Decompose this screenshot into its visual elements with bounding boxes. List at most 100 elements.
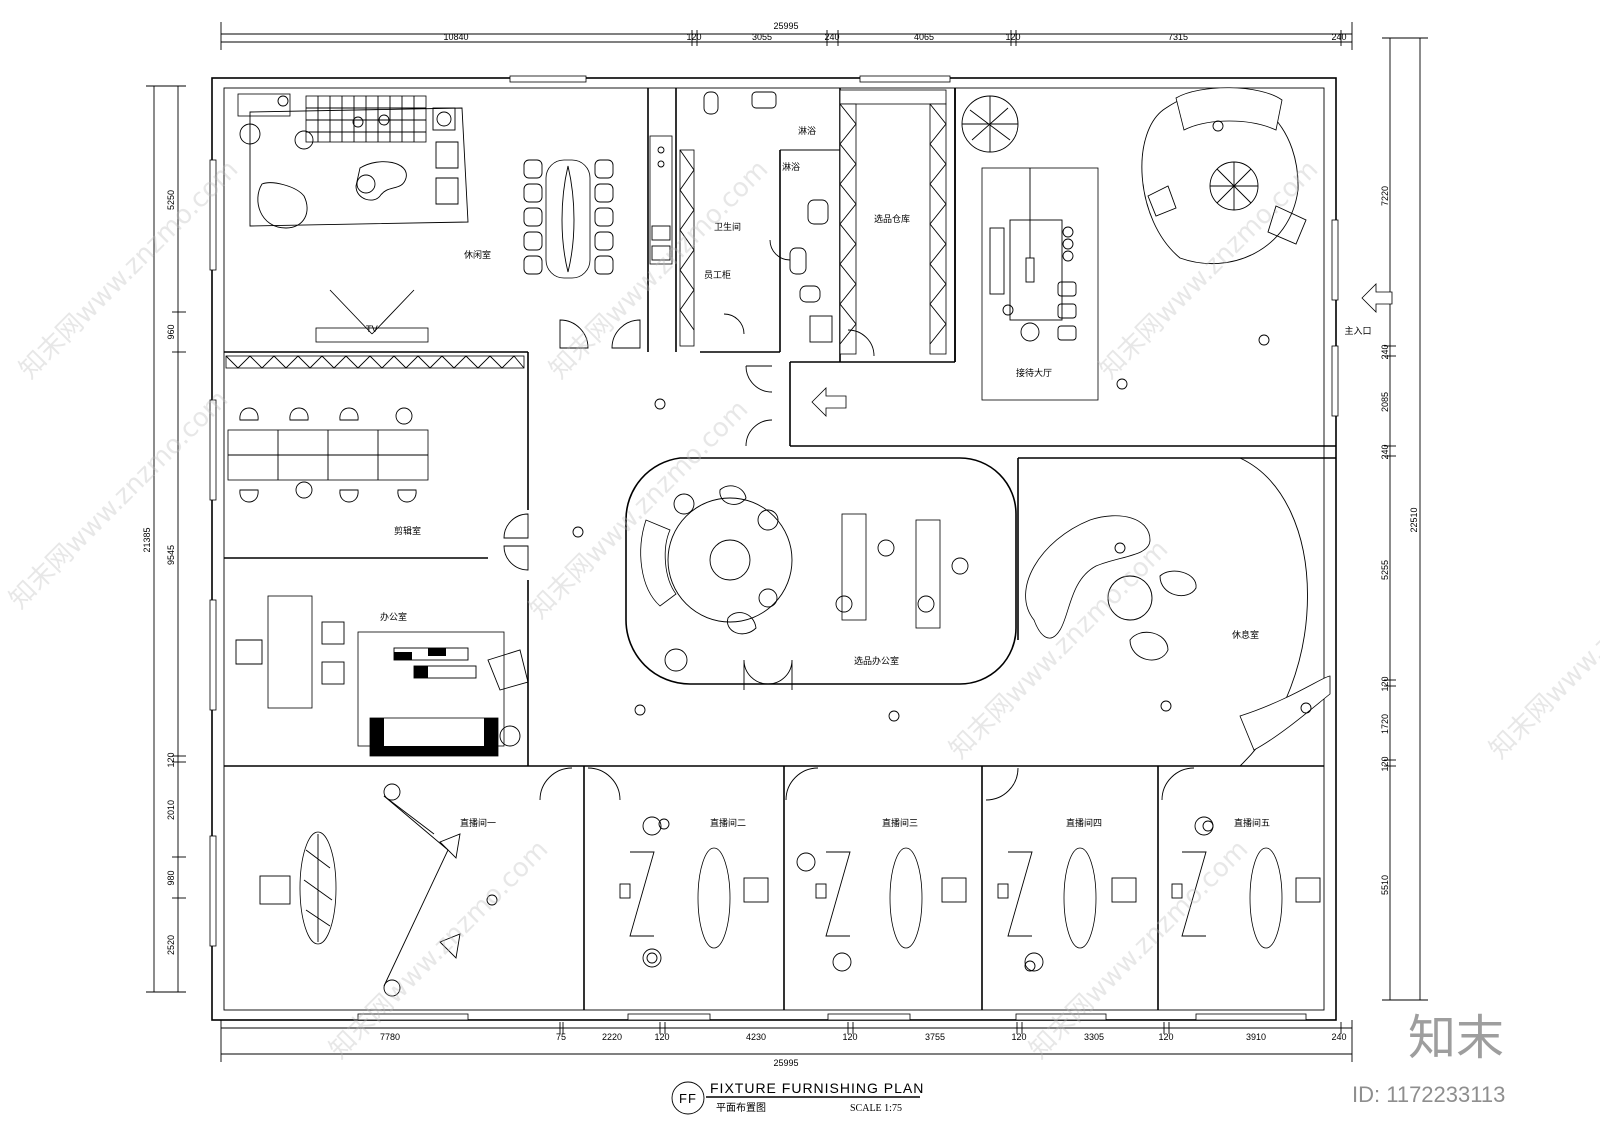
left-dimension-chain: 21385 5250 960 9545 120 2010 980 2520 [142,85,186,993]
door-swing[interactable] [611,319,641,349]
chair [1267,205,1307,245]
left-dim-4: 120 [166,752,176,767]
live-room-4: 直播间四 [997,817,1137,972]
right-dim-8: 120 [1380,756,1390,771]
room-label-shower-1: 淋浴 [798,125,816,137]
cabinet [237,93,291,117]
leaf-table [1063,847,1097,949]
door-swing[interactable] [767,659,793,690]
bottom-total-dim: 25995 [773,1058,798,1068]
right-dimension-chain: 22510 7220 240 2085 240 5255 120 1720 12… [1380,37,1428,1001]
reception-hall: 接待大厅 主入口 [961,87,1393,401]
window [627,1013,711,1021]
room-label-live-1: 直播间一 [460,817,496,829]
live-room-5: 直播间五 [1171,816,1321,949]
washbasin [809,315,833,343]
brand-logo: 知末 [1408,1010,1504,1066]
bottom-dim-10: 120 [1158,1032,1173,1042]
title-block: FF FIXTURE FURNISHING PLAN 平面布置图 SCALE 1… [671,1080,924,1115]
window [827,1013,911,1021]
shelf [929,103,947,355]
top-dim-8: 240 [1331,32,1346,42]
round-table [709,539,751,581]
bottom-dim-3: 2220 [602,1032,622,1042]
curved-sofa [640,519,677,607]
reception-counter [1009,219,1063,321]
door-swing[interactable] [503,513,529,539]
door-swing[interactable] [539,767,573,801]
room-label-reception: 接待大厅 [1016,367,1052,379]
room-label-lounge: 休息室 [1232,629,1259,641]
warehouse: 选品仓库 [839,89,947,357]
chair [1129,631,1169,661]
plant [961,95,1019,153]
drawing-scale: SCALE 1:75 [850,1103,902,1114]
reception-desk-area [981,167,1099,401]
top-dim-1: 10840 [443,32,468,42]
window [209,835,217,947]
lounge-room: 休息室 [1025,457,1331,767]
room-label-editing: 剪辑室 [394,525,421,537]
live-room-3: 直播间三 [796,817,967,972]
window [209,399,217,501]
top-dim-3: 3055 [752,32,772,42]
leaf-table [889,847,923,949]
right-dim-4: 240 [1380,444,1390,459]
door-swing[interactable] [587,767,621,801]
room-label-selection-office: 选品办公室 [854,655,899,667]
door-swing[interactable] [559,319,589,349]
chair [487,649,529,691]
door-swing[interactable] [985,767,1019,801]
room-label-live-3: 直播间三 [882,817,918,829]
bottom-dim-4: 120 [654,1032,669,1042]
door-swing[interactable] [745,365,773,393]
armchairs [435,141,459,205]
window [209,159,217,271]
door-swing[interactable] [769,239,791,261]
chair [743,877,769,903]
room-label-staff-locker: 员工柜 [704,269,731,281]
rug [249,107,469,227]
interior-walls [224,88,1336,1010]
entrance-arrow-icon [1361,283,1393,313]
entry-arrow-icon [811,387,847,417]
door-swing[interactable] [503,545,529,571]
door-swing[interactable] [743,659,769,690]
main-entrance-label: 主入口 [1344,325,1371,337]
chair [727,612,757,635]
bottom-dimension-chain: 7780 75 2220 120 4230 120 3755 120 3305 … [220,1020,1353,1068]
office-chairs [239,407,417,503]
door-swing[interactable] [745,419,773,447]
door-swing[interactable] [723,313,745,335]
bottom-dim-7: 3755 [925,1032,945,1042]
staff-locker [679,149,695,347]
door-swing[interactable] [847,329,875,357]
leisure-room: TV 休闲室 [237,93,641,349]
left-dim-7: 2520 [166,935,176,955]
door-swing[interactable] [785,767,819,801]
chair [941,877,967,903]
room-label-live-5: 直播间五 [1234,817,1270,829]
people-figures [352,114,1312,972]
leaf-table [1249,847,1283,949]
left-dim-5: 2010 [166,800,176,820]
toilet [703,91,719,115]
right-dim-1: 7220 [1380,186,1390,206]
drawing-title: FIXTURE FURNISHING PLAN [710,1080,924,1096]
drawing-subtitle: 平面布置图 [716,1102,766,1114]
bottom-dim-8: 120 [1011,1032,1026,1042]
top-dim-6: 120 [1005,32,1020,42]
chair [1295,877,1321,903]
restroom-block: 员工柜 卫生间 淋浴 淋浴 [649,91,840,347]
window [357,1013,469,1021]
toilet [789,247,807,275]
drawing-badge-label: FF [679,1091,697,1106]
top-dim-2: 120 [686,32,701,42]
door-swing[interactable] [1161,767,1195,801]
leaf-table [697,847,731,949]
watermark-text: 知末网www.znzmo.com [1094,154,1325,385]
live-room-1: 直播间一 [259,783,496,997]
room-label-live-2: 直播间二 [710,817,746,829]
chair [1111,877,1137,903]
